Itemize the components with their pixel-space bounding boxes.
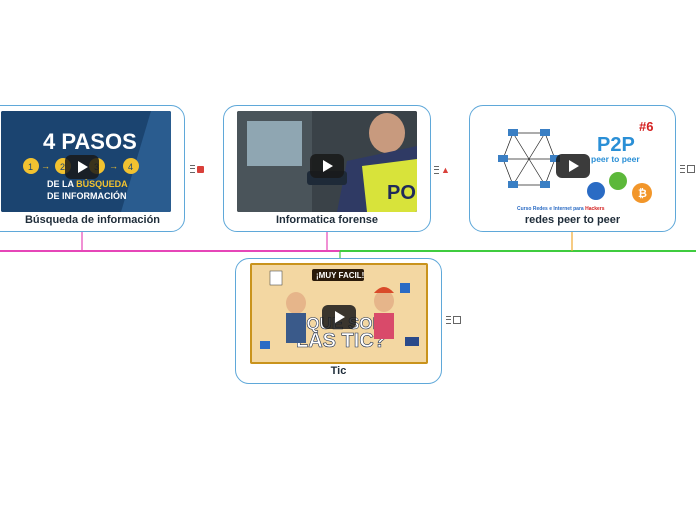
play-button[interactable] xyxy=(322,305,356,329)
play-button[interactable] xyxy=(310,154,344,178)
p2p-subtitle: peer to peer xyxy=(591,154,640,164)
node-caption: redes peer to peer xyxy=(524,214,621,226)
node-icons-busqueda xyxy=(190,165,204,173)
video-thumbnail-p2p[interactable]: #6 P2P peer to peer ₿ Curso Redes e Inte… xyxy=(489,111,661,212)
thumb-title: 4 PASOS xyxy=(43,129,137,154)
thumb-text: PO xyxy=(387,182,416,204)
svg-text:2: 2 xyxy=(60,162,65,172)
external-link-icon[interactable] xyxy=(453,316,461,324)
node-busqueda[interactable]: 4 PASOS 1 2 3 4 → → DE LA BÚSQUEDA DE IN… xyxy=(0,105,185,232)
svg-text:1: 1 xyxy=(28,162,33,172)
notes-icon[interactable] xyxy=(434,166,439,174)
node-icons-forense: ▲ xyxy=(434,165,450,175)
node-icons-p2p xyxy=(680,165,695,173)
video-thumbnail-forense[interactable]: PO xyxy=(237,111,417,212)
node-caption: Búsqueda de información xyxy=(24,214,161,226)
svg-text:DE INFORMACIÓN: DE INFORMACIÓN xyxy=(47,190,127,201)
notes-icon[interactable] xyxy=(446,316,451,324)
p2p-footer: Curso Redes e Internet para Hackers xyxy=(517,206,605,212)
tic-banner: ¡MUY FACIL! xyxy=(316,271,364,280)
node-icons-tic xyxy=(446,316,461,324)
youtube-badge-icon xyxy=(197,165,204,173)
busqueda-thumbnail-art: 4 PASOS 1 2 3 4 → → DE LA BÚSQUEDA DE IN… xyxy=(1,111,171,212)
video-thumbnail-busqueda[interactable]: 4 PASOS 1 2 3 4 → → DE LA BÚSQUEDA DE IN… xyxy=(1,111,171,212)
svg-text:→: → xyxy=(109,161,118,171)
node-forense[interactable]: PO Informatica forense xyxy=(223,105,431,232)
p2p-tag: #6 xyxy=(639,119,653,134)
play-button[interactable] xyxy=(65,155,99,179)
svg-text:LAS TIC?: LAS TIC? xyxy=(296,330,386,352)
video-thumbnail-tic[interactable]: ¡MUY FACIL! ¿QUE SON LAS TIC? xyxy=(250,263,428,364)
svg-text:4: 4 xyxy=(128,162,133,172)
play-button[interactable] xyxy=(556,154,590,178)
node-tic[interactable]: ¡MUY FACIL! ¿QUE SON LAS TIC? Tic xyxy=(235,258,442,384)
notes-icon[interactable] xyxy=(680,165,685,173)
notes-icon[interactable] xyxy=(190,165,195,173)
svg-text:DE LA BÚSQUEDA: DE LA BÚSQUEDA xyxy=(47,178,128,189)
acrobat-icon: ▲ xyxy=(441,165,450,175)
node-caption: Informatica forense xyxy=(275,214,379,226)
svg-text:₿: ₿ xyxy=(638,188,647,200)
p2p-title: P2P xyxy=(597,134,635,156)
external-link-icon[interactable] xyxy=(687,165,695,173)
node-caption: Tic xyxy=(330,365,347,377)
svg-text:→: → xyxy=(41,161,50,171)
node-p2p[interactable]: #6 P2P peer to peer ₿ Curso Redes e Inte… xyxy=(469,105,676,232)
